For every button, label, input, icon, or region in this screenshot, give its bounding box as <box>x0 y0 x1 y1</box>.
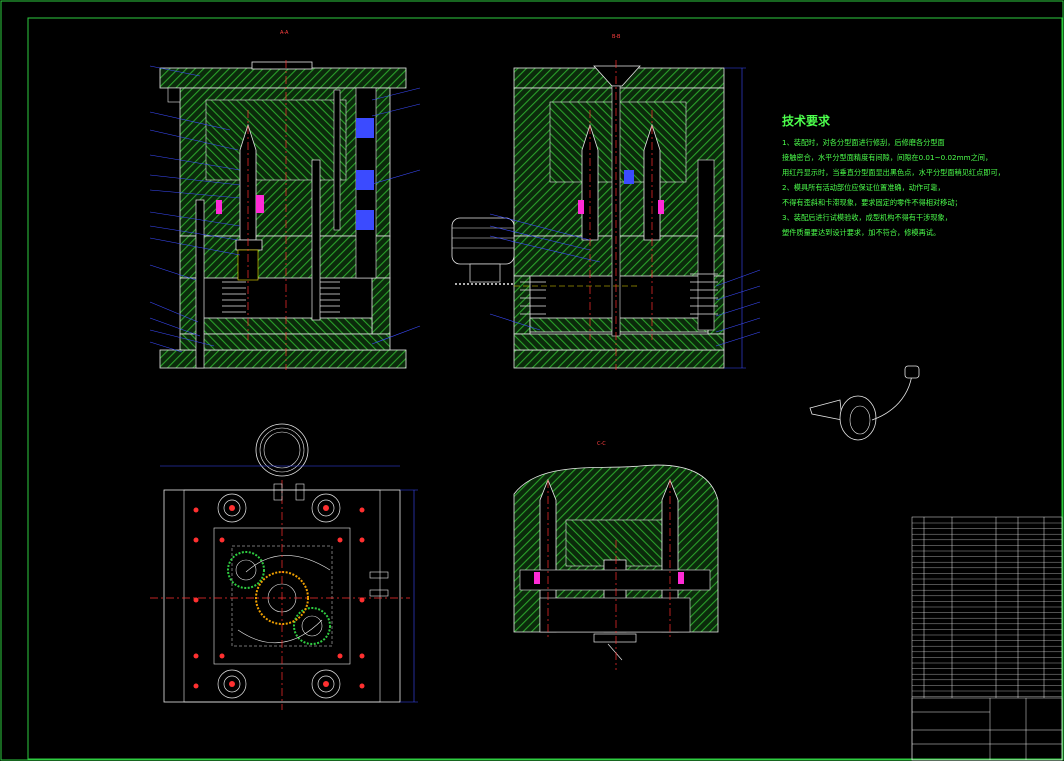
tech-line: 1、装配时，对各分型面进行修刮，后修磨各分型面 <box>782 138 945 147</box>
view-aa <box>149 60 421 370</box>
tech-line: 2、模具所有活动部位应保证位置准确，动作可靠， <box>782 183 945 192</box>
tech-line: 不得有歪斜和卡滞现象，要求固定的零件不得相对移动； <box>782 198 962 207</box>
view-bb-label: B-B <box>612 34 621 40</box>
plan-view <box>150 423 418 710</box>
tech-line: 塑件质量要达到设计要求，加不符合，修模再试。 <box>782 228 941 237</box>
tech-line: 3、装配后进行试模验收，成型机构不得有干涉现象， <box>782 213 952 222</box>
tech-title: 技术要求 <box>782 114 831 128</box>
view-cc <box>513 464 719 670</box>
inner-border <box>27 17 1063 760</box>
tech-line: 接触密合，水平分型面精度有间隙，间隙在0.01~0.02mm之间， <box>782 153 993 162</box>
nozzle-iso <box>809 365 920 441</box>
technical-requirements: 技术要求 1、装配时，对各分型面进行修刮，后修磨各分型面 接触密合，水平分型面精… <box>782 112 1062 240</box>
view-aa-label: A-A <box>280 30 289 36</box>
title-block-rows <box>912 522 1062 697</box>
view-bb <box>451 60 761 370</box>
title-block <box>911 516 1063 761</box>
view-cc-label: C-C <box>597 441 606 447</box>
tech-line: 用红丹显示时，当垂直分型面显出黑色点，水平分型面稍见红点即可， <box>782 168 1005 177</box>
